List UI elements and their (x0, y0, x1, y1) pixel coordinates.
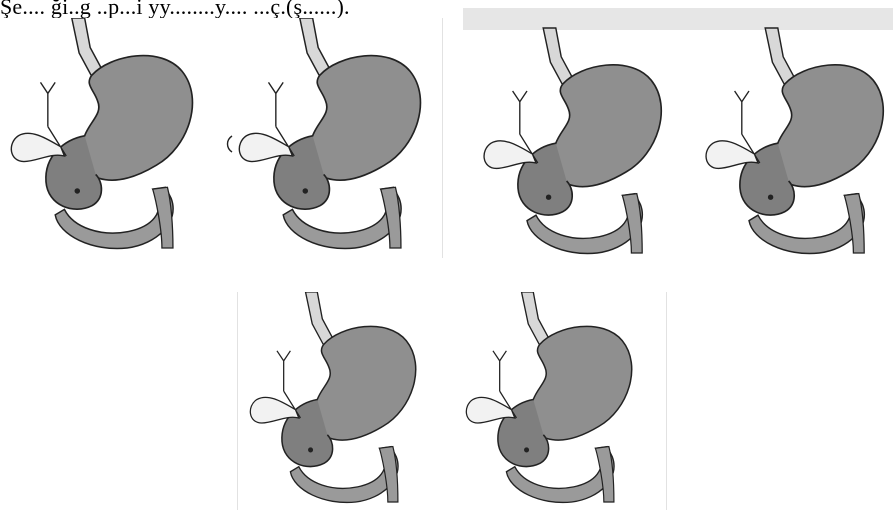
stomach-duodenum-illustration-3 (484, 28, 661, 254)
stomach-duodenum-illustration-6 (466, 292, 631, 502)
figure-panel-top-right (463, 8, 893, 258)
stomach-duodenum-illustration-5 (250, 292, 415, 502)
figure-panel-bottom (237, 292, 667, 510)
figure-caption: Şe.... ği..g ..p...i yy........y.... ...… (0, 0, 350, 20)
stomach-duodenum-illustration-2 (239, 18, 420, 249)
stomach-duodenum-illustration-1 (11, 18, 192, 249)
figure-panel-top-left (0, 18, 443, 258)
stomach-duodenum-illustration-4 (706, 28, 883, 254)
